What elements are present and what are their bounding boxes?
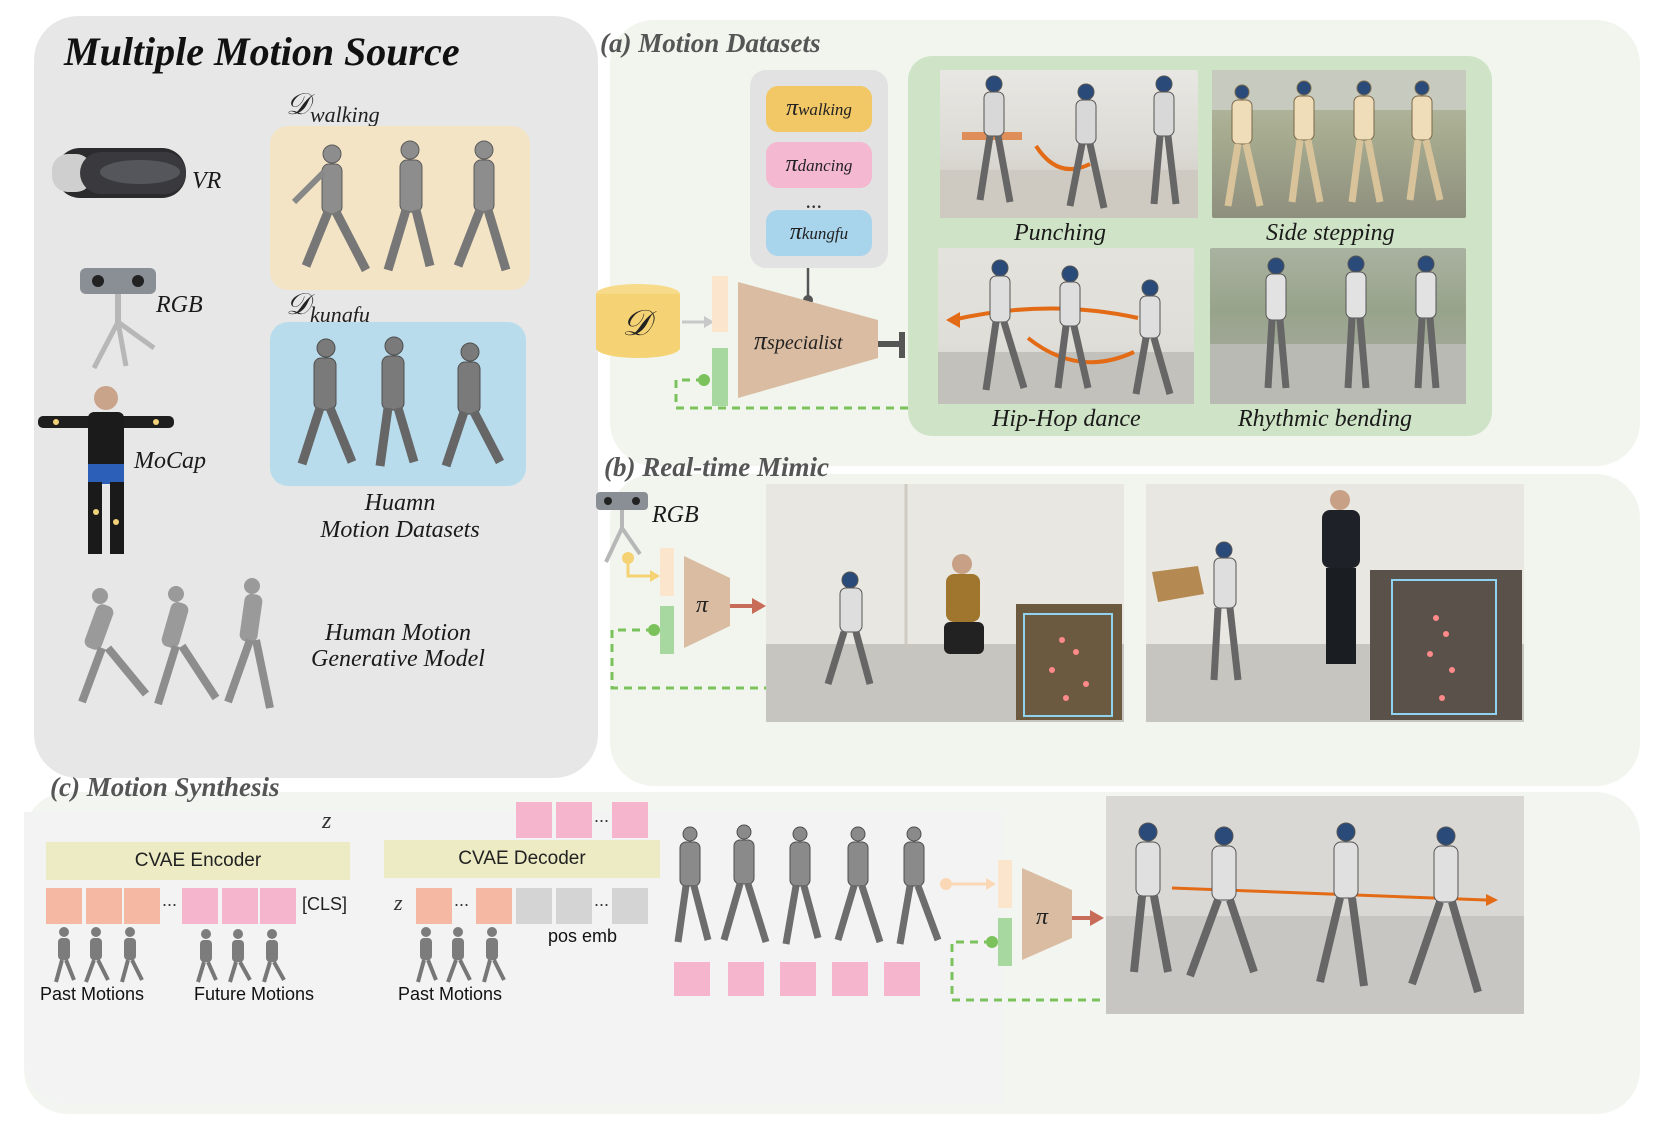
- mocap-label: MoCap: [134, 448, 206, 474]
- walking-robots-illustration: [291, 140, 511, 273]
- past-motions-decoder-label: Past Motions: [398, 984, 503, 1004]
- source-title: Multiple Motion Source: [64, 29, 460, 74]
- encoder-future-token: [260, 888, 296, 924]
- policy-kungfu: πkungfu: [766, 210, 872, 256]
- cvae-encoder-bar: CVAE Encoder: [46, 842, 350, 880]
- rgb-camera-icon: [80, 268, 156, 370]
- vr-headset-icon: [52, 148, 186, 198]
- kungfu-dataset-box: [270, 322, 526, 486]
- datasets-caption-line1: Huamn: [364, 490, 436, 516]
- decoder-motion-sequence: [416, 927, 506, 983]
- encoder-z-label: z: [322, 808, 332, 834]
- walking-dataset-box: [270, 126, 530, 290]
- mocap-person-icon: [38, 386, 174, 554]
- mimic-photo-squat: [766, 484, 1124, 722]
- generated-robot-frames: [674, 824, 942, 945]
- generative-label-line1: Human Motion: [325, 620, 471, 646]
- generated-token: [728, 962, 764, 996]
- generated-token: [674, 962, 710, 996]
- decoder-output-token: [516, 802, 552, 838]
- specialist-label: πspecialist: [754, 326, 843, 355]
- pos-emb-ellipsis: ...: [594, 890, 610, 910]
- decoder-output-token: [556, 802, 592, 838]
- generated-token: [832, 962, 868, 996]
- panel-c-title: (c) Motion Synthesis: [50, 772, 280, 802]
- generative-label-line2: Generative Model: [311, 646, 485, 672]
- decoder-past-token: [476, 888, 512, 924]
- encoder-past-token: [86, 888, 122, 924]
- policy-dancing: πdancing: [766, 142, 872, 188]
- dataset-cylinder-icon: [596, 284, 680, 358]
- synthesis-policy-diagram: [940, 860, 1106, 1002]
- pos-emb-label: pos emb: [548, 926, 618, 946]
- vr-label: VR: [192, 168, 222, 194]
- datasets-caption-line2: Motion Datasets: [320, 517, 480, 543]
- panel-b-title: (b) Real-time Mimic: [604, 452, 829, 482]
- decoder-z-label: z: [394, 890, 403, 915]
- hiphop-caption: Hip-Hop dance: [992, 406, 1141, 432]
- dataset-symbol: 𝒟: [622, 303, 651, 343]
- side-stepping-caption: Side stepping: [1266, 220, 1395, 246]
- decoder-past-ellipsis: ...: [454, 890, 470, 910]
- punching-photo: [940, 70, 1198, 218]
- side-stepping-photo: [1212, 70, 1466, 218]
- encoder-motion-sequence: [54, 927, 286, 983]
- encoder-past-token: [124, 888, 160, 924]
- mimic-photo-box: [1146, 484, 1524, 722]
- rhythmic-caption: Rhythmic bending: [1238, 406, 1412, 432]
- pos-emb-token: [516, 888, 552, 924]
- policy-walking: πwalking: [766, 86, 872, 132]
- rgb-label: RGB: [156, 292, 203, 318]
- past-motions-encoder-label: Past Motions: [40, 984, 145, 1004]
- cls-token-label: [CLS]: [302, 894, 348, 914]
- punching-caption: Punching: [1014, 220, 1106, 246]
- generated-token: [884, 962, 920, 996]
- encoder-future-token: [222, 888, 258, 924]
- decoder-output-ellipsis: ...: [594, 806, 610, 826]
- synthesis-policy-label: π: [1036, 904, 1049, 930]
- policy-ellipsis: ...: [806, 188, 823, 213]
- synthesis-result-photo: [1106, 796, 1524, 1014]
- mimic-policy-label: π: [696, 592, 709, 618]
- walking-dataset-label: 𝒟walking: [286, 88, 380, 127]
- encoder-past-token: [46, 888, 82, 924]
- generated-token: [780, 962, 816, 996]
- future-motions-label: Future Motions: [194, 984, 315, 1004]
- pos-emb-token: [556, 888, 592, 924]
- generative-motion-figures: [78, 578, 274, 709]
- specialist-diagram: [596, 268, 920, 410]
- pos-emb-token: [612, 888, 648, 924]
- hiphop-photo: [938, 248, 1194, 404]
- decoder-past-token: [416, 888, 452, 924]
- rgb-camera-small-icon: [596, 492, 648, 563]
- cvae-decoder-bar: CVAE Decoder: [384, 840, 660, 878]
- encoder-future-token: [182, 888, 218, 924]
- encoder-ellipsis: ...: [162, 890, 178, 910]
- rhythmic-photo: [1210, 248, 1466, 404]
- mimic-rgb-label: RGB: [652, 502, 699, 528]
- decoder-output-token: [612, 802, 648, 838]
- mimic-diagram: [596, 492, 770, 690]
- kungfu-robots-illustration: [297, 336, 504, 468]
- panel-a-title: (a) Motion Datasets: [600, 28, 821, 58]
